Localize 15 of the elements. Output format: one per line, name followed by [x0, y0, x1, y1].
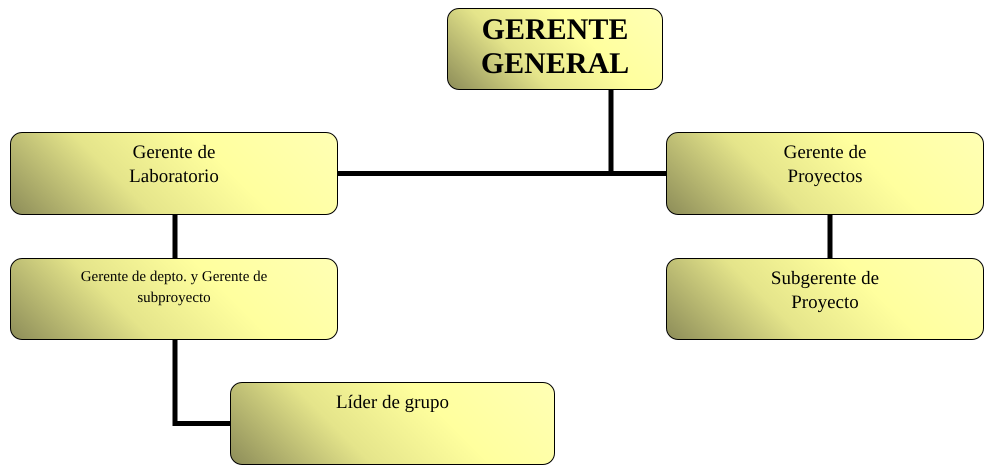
org-box — [10, 258, 338, 340]
org-box — [230, 382, 555, 465]
org-box — [447, 8, 663, 90]
box-label: Líder de grupo — [336, 391, 449, 415]
connector-line — [172, 340, 230, 426]
box-label: GERENTE GENERAL — [480, 13, 630, 81]
box-label: Subgerente de Proyecto — [770, 267, 880, 315]
connector-line — [828, 215, 832, 258]
box-label: Gerente de Laboratorio — [128, 141, 220, 189]
org-box — [666, 258, 984, 340]
org-box — [10, 132, 338, 215]
org-box — [666, 132, 984, 215]
box-label: Gerente de depto. y Gerente de subproyecto — [80, 268, 268, 308]
connector-line — [172, 215, 178, 258]
box-label: Gerente de Proyectos — [782, 141, 868, 189]
